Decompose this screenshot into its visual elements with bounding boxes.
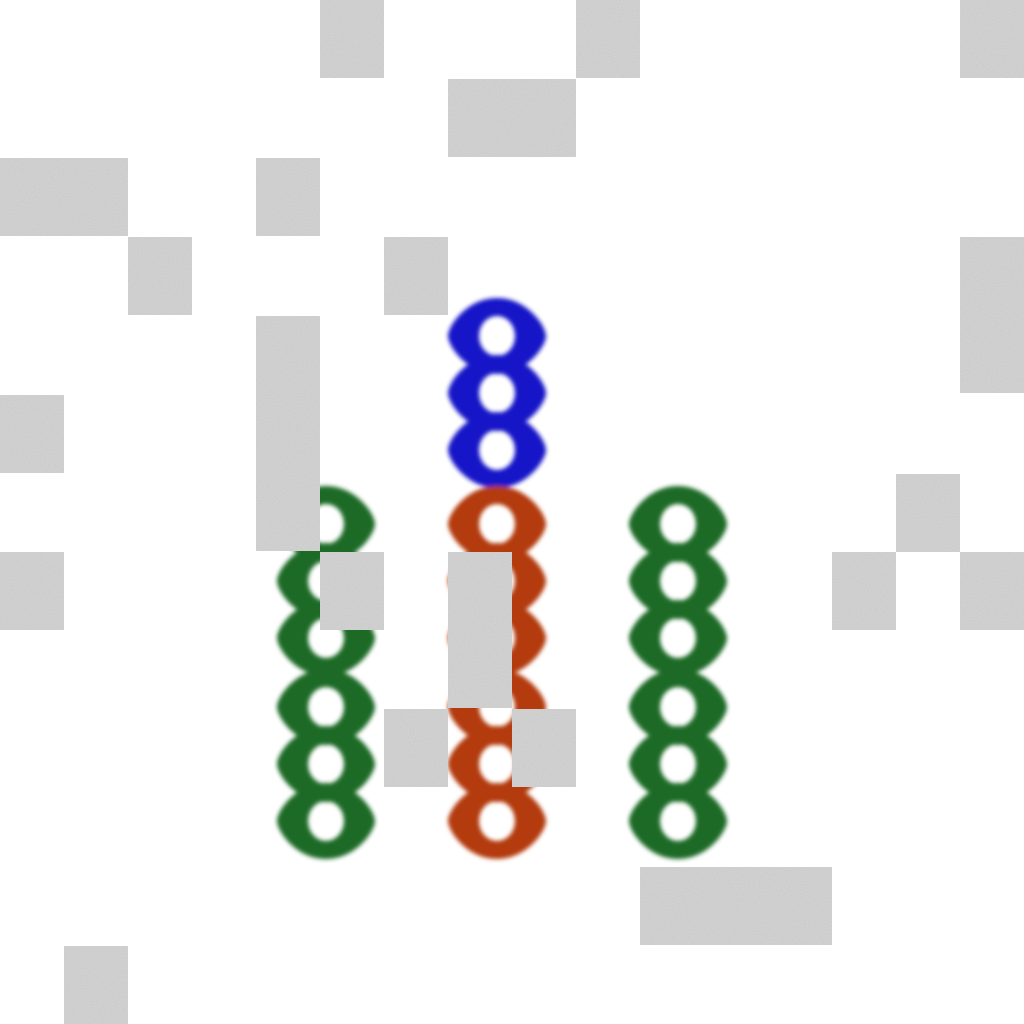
noise-tile-grain [960,237,1024,393]
noise-tile-grain [64,946,128,1024]
chain-link [448,412,546,488]
chain-link [629,600,727,676]
noise-tile-grain [0,395,64,473]
chain-link [629,783,727,859]
noise-tile-grain [128,237,192,315]
noise-tile-grain [832,552,896,630]
noise-tile-grain [448,552,512,708]
noise-tile-grain [0,158,128,236]
noise-tile-grain [960,552,1024,630]
chain-link [277,669,375,745]
chain-link [448,783,546,859]
noise-tile-grain [448,79,576,157]
noise-tile-grain [512,709,576,787]
noise-tile-grain [640,867,832,945]
chain-link [629,669,727,745]
noise-tile-grain [256,158,320,236]
chain-link [448,486,546,562]
noise-tile-grain [320,552,384,630]
chain-link [629,486,727,562]
chain-link [629,726,727,802]
noise-tile-grain [960,0,1024,78]
chain-link [629,543,727,619]
center-blue-chain [448,298,546,488]
noise-tile-grain [384,237,448,315]
noise-tile-grain [896,474,960,552]
chain-link [277,783,375,859]
right-green-chain [629,486,727,859]
chain-link [448,298,546,374]
noise-tile-grain [384,709,448,787]
noise-tile-grain [0,552,64,630]
chain-link [277,726,375,802]
noise-tile-grain [256,316,320,551]
chain-link [448,355,546,431]
noise-tile-grain [320,0,384,78]
noise-tile-grain [576,0,640,78]
